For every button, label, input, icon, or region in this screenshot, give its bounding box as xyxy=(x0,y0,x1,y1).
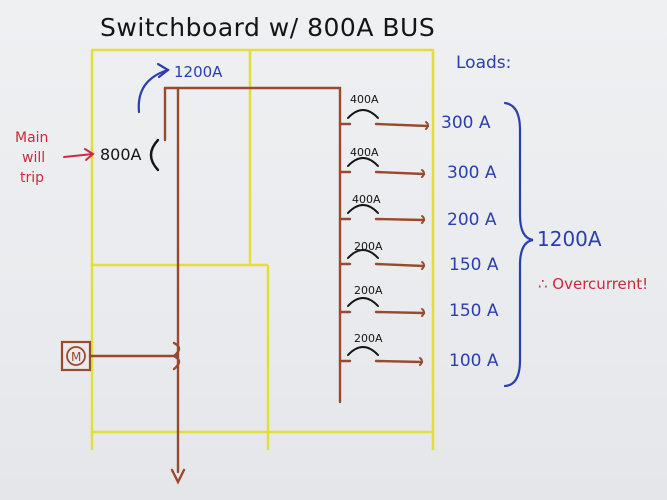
breaker-4-symbol xyxy=(347,249,379,259)
breaker-3-label: 400A xyxy=(352,193,381,206)
breaker-2-label: 400A xyxy=(350,146,379,159)
diagram-title: Switchboard w/ 800A BUS xyxy=(100,13,435,42)
main-note-line-2: will xyxy=(22,150,45,166)
overcurrent-note: ∴ Overcurrent! xyxy=(538,275,648,293)
load-2-value: 300 A xyxy=(447,163,497,183)
branch-5-wire xyxy=(338,310,426,315)
branch-2-wire xyxy=(338,170,426,176)
load-terminals xyxy=(419,121,429,366)
bus-rating-label: 1200A xyxy=(174,63,223,81)
load-1-value: 300 A xyxy=(441,113,491,133)
breaker-4-label: 200A xyxy=(354,240,383,253)
bus-wiring xyxy=(88,86,430,485)
total-load-value: 1200A xyxy=(537,227,602,251)
main-breaker-label: 800A xyxy=(100,145,142,164)
load-6-value: 100 A xyxy=(449,351,499,371)
main-note-arrow xyxy=(63,148,95,161)
motor-box xyxy=(60,340,92,372)
breaker-3-symbol xyxy=(347,204,379,214)
breaker-1-symbol xyxy=(347,109,379,119)
main-note-line-3: trip xyxy=(20,170,44,186)
switchboard-enclosure xyxy=(90,48,435,450)
main-breaker-symbol xyxy=(149,138,160,172)
breaker-5-label: 200A xyxy=(354,284,383,297)
motor-symbol-label: M xyxy=(71,350,81,364)
breaker-6-label: 200A xyxy=(354,332,383,345)
branch-3-wire xyxy=(338,217,426,222)
breaker-6-symbol xyxy=(347,346,379,356)
breaker-1-label: 400A xyxy=(350,93,379,106)
branch-4-wire xyxy=(338,262,426,268)
branch-1-wire xyxy=(338,122,430,128)
load-4-value: 150 A xyxy=(449,255,499,275)
breaker-2-symbol xyxy=(347,157,379,167)
motor-connection xyxy=(171,341,181,371)
main-bus xyxy=(163,86,342,404)
load-5-value: 150 A xyxy=(449,301,499,321)
branch-6-wire xyxy=(338,359,424,364)
feeder-arrow xyxy=(170,468,186,485)
load-sum-brace xyxy=(503,101,534,388)
motor-icon xyxy=(66,346,86,366)
breaker-5-symbol xyxy=(347,297,379,307)
branch-breakers xyxy=(149,109,379,356)
loads-heading: Loads: xyxy=(456,53,511,73)
main-note-line-1: Main xyxy=(15,130,48,146)
load-3-value: 200 A xyxy=(447,210,497,230)
bus-rating-arrow xyxy=(137,62,170,114)
